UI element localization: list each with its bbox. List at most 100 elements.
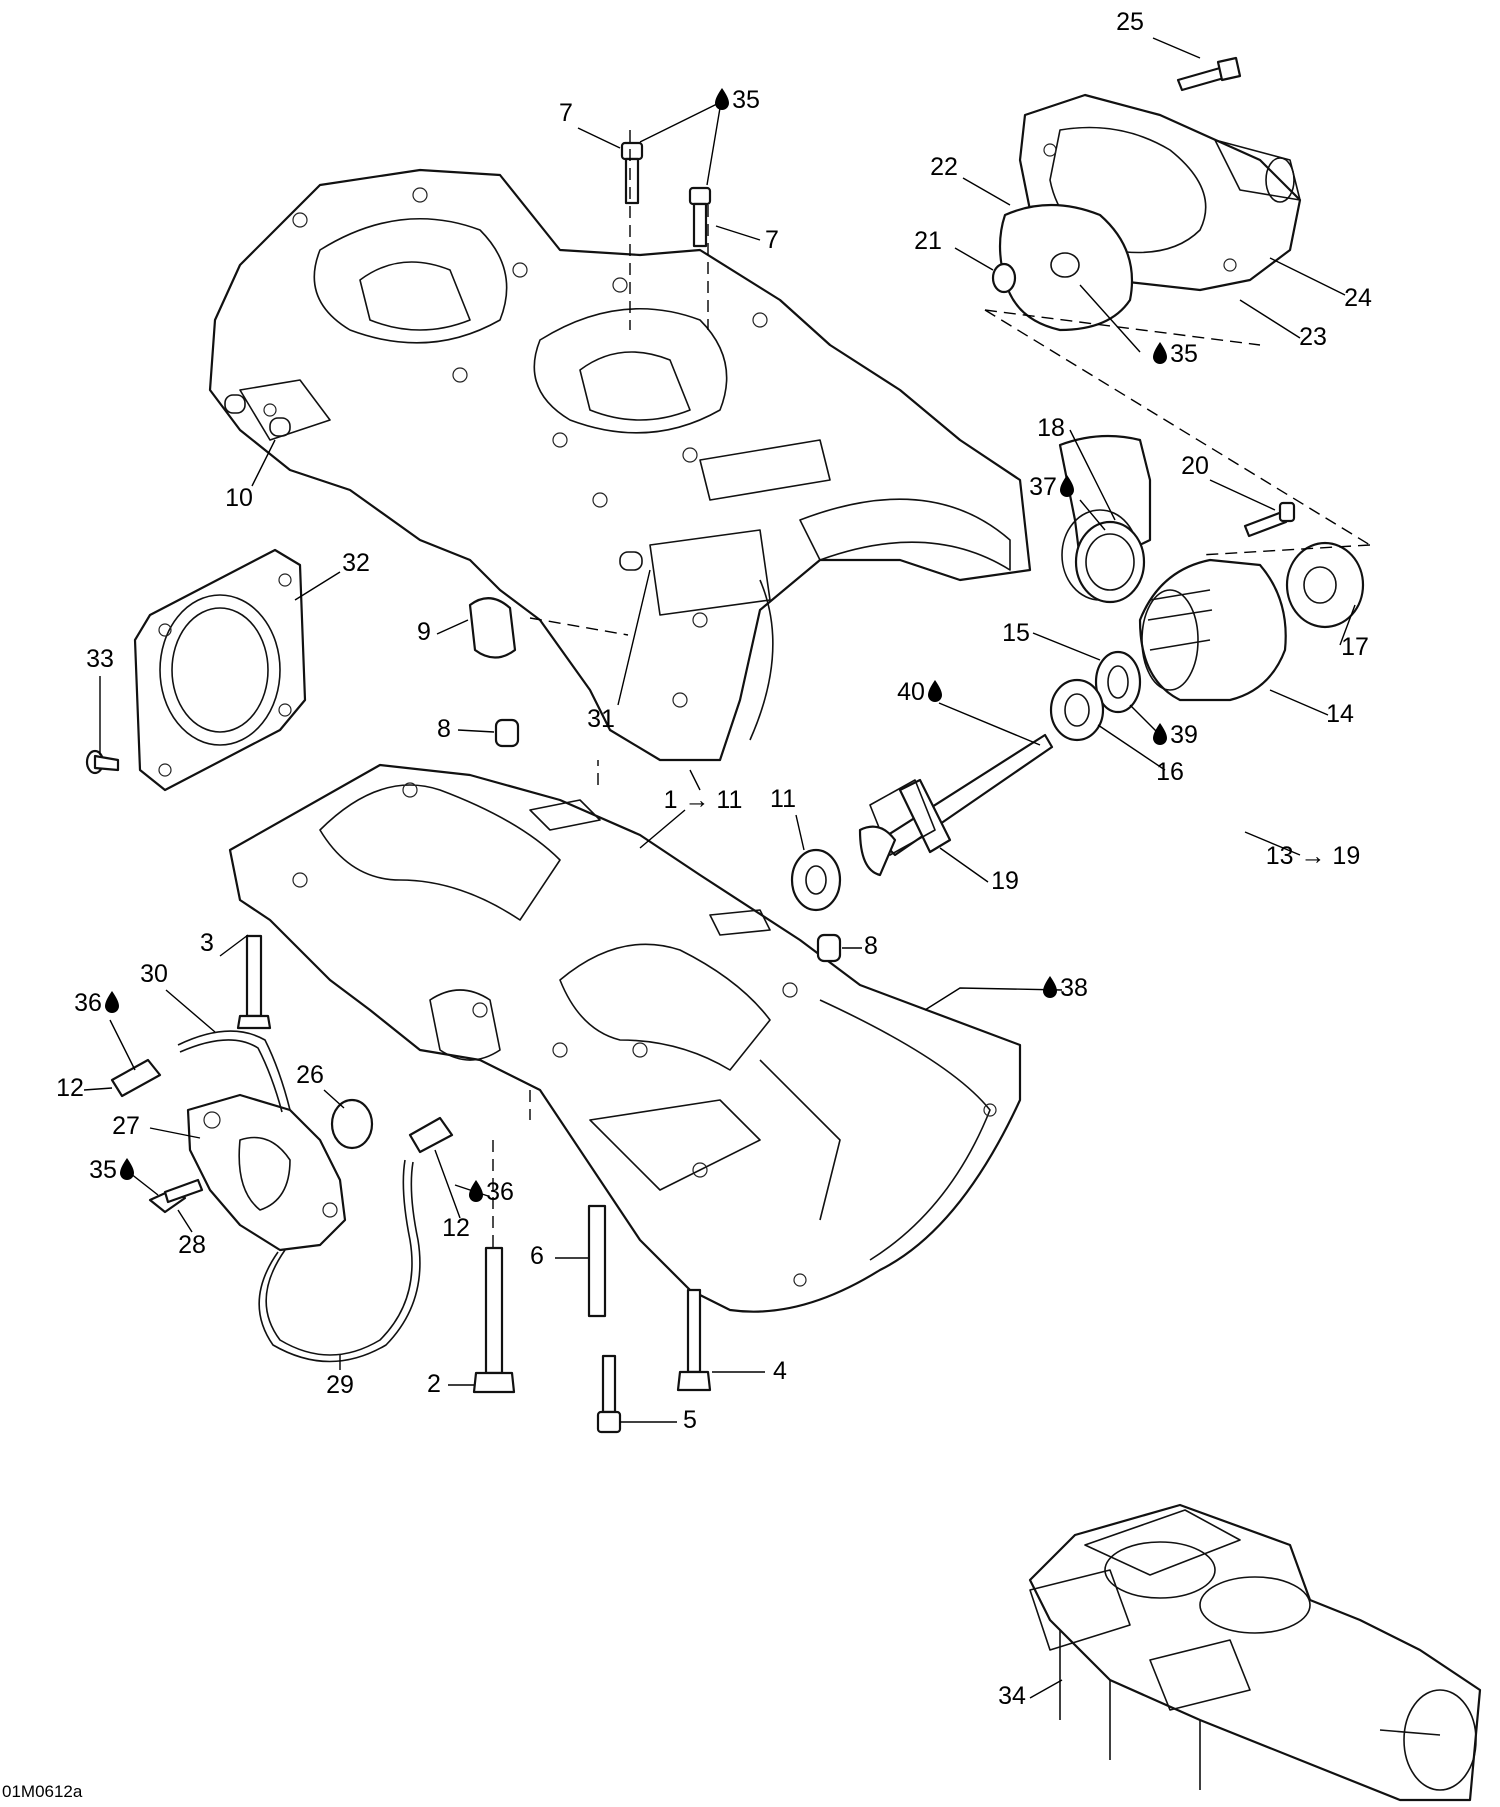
- callout-label: 8: [437, 715, 451, 743]
- callout-labels: 2 5 7 35 22 7 21 24 23 35 18 20 37 10 3 29 15 17 33 40 31 14 8…: [56, 8, 1372, 1710]
- callout-label: 11: [770, 785, 796, 813]
- seal-9: [468, 597, 517, 659]
- callout-c8a: 8: [437, 715, 451, 743]
- callout-c10: 10: [225, 484, 253, 512]
- callout-c1319: 13 → 19: [1266, 842, 1361, 870]
- bolt-4: [676, 1288, 712, 1392]
- lubricant-drop-icon: [105, 991, 119, 1013]
- callout-label: 22: [930, 153, 958, 181]
- callout-c20: 20: [1181, 452, 1209, 480]
- cover-plate-32: [133, 548, 307, 792]
- callout-c7b: 7: [765, 226, 779, 254]
- callout-label: 4: [773, 1357, 787, 1385]
- callout-c33: 33: [86, 645, 114, 673]
- callout-label: 36: [74, 989, 102, 1017]
- callout-c35c: 35: [89, 1156, 134, 1184]
- callout-label: 8: [864, 932, 878, 960]
- callout-c21: 21: [914, 227, 942, 255]
- lubricant-drop-icon: [1153, 342, 1167, 364]
- lubricant-drop-icon: [715, 88, 729, 110]
- o-ring-21: [991, 262, 1017, 294]
- bearing-16: [1049, 678, 1105, 742]
- callout-c35a: 35: [715, 86, 760, 114]
- dowel-pin-8-upper: [494, 718, 520, 748]
- callout-leaders: [83, 37, 1356, 1699]
- engine-assembly-thumbnail: [1028, 1503, 1482, 1802]
- callout-c17: 17: [1341, 633, 1369, 661]
- callout-label: 18: [1037, 414, 1065, 442]
- callout-c38: 38: [1043, 974, 1088, 1002]
- callout-c19: 19: [991, 867, 1019, 895]
- callout-label: 35: [732, 86, 760, 114]
- callout-label: 26: [296, 1061, 324, 1089]
- seal-17: [1285, 541, 1365, 629]
- callout-label: 3: [200, 929, 214, 957]
- callout-label: 23: [1299, 323, 1327, 351]
- callout-label: 38: [1060, 974, 1088, 1002]
- callout-label: 20: [1181, 452, 1209, 480]
- callout-c31: 31: [587, 705, 615, 733]
- ring-15: [1094, 650, 1142, 714]
- oil-pump-assembly: [110, 1030, 454, 1363]
- callout-label: 7: [559, 99, 573, 127]
- callout-label: 36: [486, 1178, 514, 1206]
- dowel-pin-8-lower: [816, 933, 842, 963]
- callout-c34: 34: [998, 1682, 1026, 1710]
- bolt-3: [236, 934, 272, 1030]
- callout-label: 5: [683, 1406, 697, 1434]
- lubricant-drop-icon: [1043, 976, 1057, 998]
- bolt-7-left: [620, 141, 644, 205]
- callout-label: 9: [417, 618, 431, 646]
- callout-c22: 22: [930, 153, 958, 181]
- callout-label: 2: [427, 1370, 441, 1398]
- lubricant-drop-icon: [928, 680, 942, 702]
- callout-label: 14: [1326, 700, 1354, 728]
- callout-c37: 37: [1029, 473, 1074, 501]
- hose-29: [265, 1159, 413, 1356]
- callout-label: 10: [225, 484, 253, 512]
- callout-label: 37: [1029, 473, 1057, 501]
- callout-c24: 24: [1344, 284, 1372, 312]
- assembly-grouping-lines: [492, 130, 1371, 1248]
- drive-shaft-assembly: [790, 434, 1365, 912]
- callout-label: 28: [178, 1231, 206, 1259]
- stud-6: [587, 1204, 607, 1318]
- callout-label: 27: [112, 1112, 140, 1140]
- callout-label: 17: [1341, 633, 1369, 661]
- callout-label: 16: [1156, 758, 1184, 786]
- callout-c111: 1 → 11: [664, 786, 743, 814]
- callout-label: 31: [587, 705, 615, 733]
- callout-c36a: 36: [74, 989, 119, 1017]
- callout-label: 40: [897, 678, 925, 706]
- lubricant-drop-icon: [120, 1158, 134, 1180]
- upper-crankcase-half: [208, 168, 1032, 762]
- callout-c4: 4: [773, 1357, 787, 1385]
- callout-c40: 40: [897, 678, 942, 706]
- callout-label: 15: [1002, 619, 1030, 647]
- callout-label: 12: [442, 1214, 470, 1242]
- bolt-25: [1176, 56, 1242, 92]
- callout-label: 21: [914, 227, 942, 255]
- callout-c14: 14: [1326, 700, 1354, 728]
- callout-c18: 18: [1037, 414, 1065, 442]
- o-ring-26: [330, 1098, 374, 1150]
- callout-c35b: 35: [1153, 340, 1198, 368]
- lubricant-drop-icon: [1153, 723, 1167, 745]
- callout-c12a: 12: [56, 1074, 84, 1102]
- callout-label: 6: [530, 1242, 544, 1270]
- callout-c2: 2: [427, 1370, 441, 1398]
- callout-c11: 11: [770, 785, 796, 813]
- lubricant-drop-icon: [1060, 475, 1074, 497]
- bolt-2: [472, 1246, 516, 1394]
- callout-c29: 29: [326, 1371, 354, 1399]
- lubricant-drop-icon: [469, 1180, 483, 1202]
- hose-30: [177, 1030, 291, 1111]
- callout-label: 33: [86, 645, 114, 673]
- callout-label: 34: [998, 1682, 1026, 1710]
- callout-c12b: 12: [442, 1214, 470, 1242]
- callout-c15: 15: [1002, 619, 1030, 647]
- callout-c36b: 36: [469, 1178, 514, 1206]
- document-code: 01M0612a: [2, 1782, 83, 1801]
- callout-label: 30: [140, 960, 168, 988]
